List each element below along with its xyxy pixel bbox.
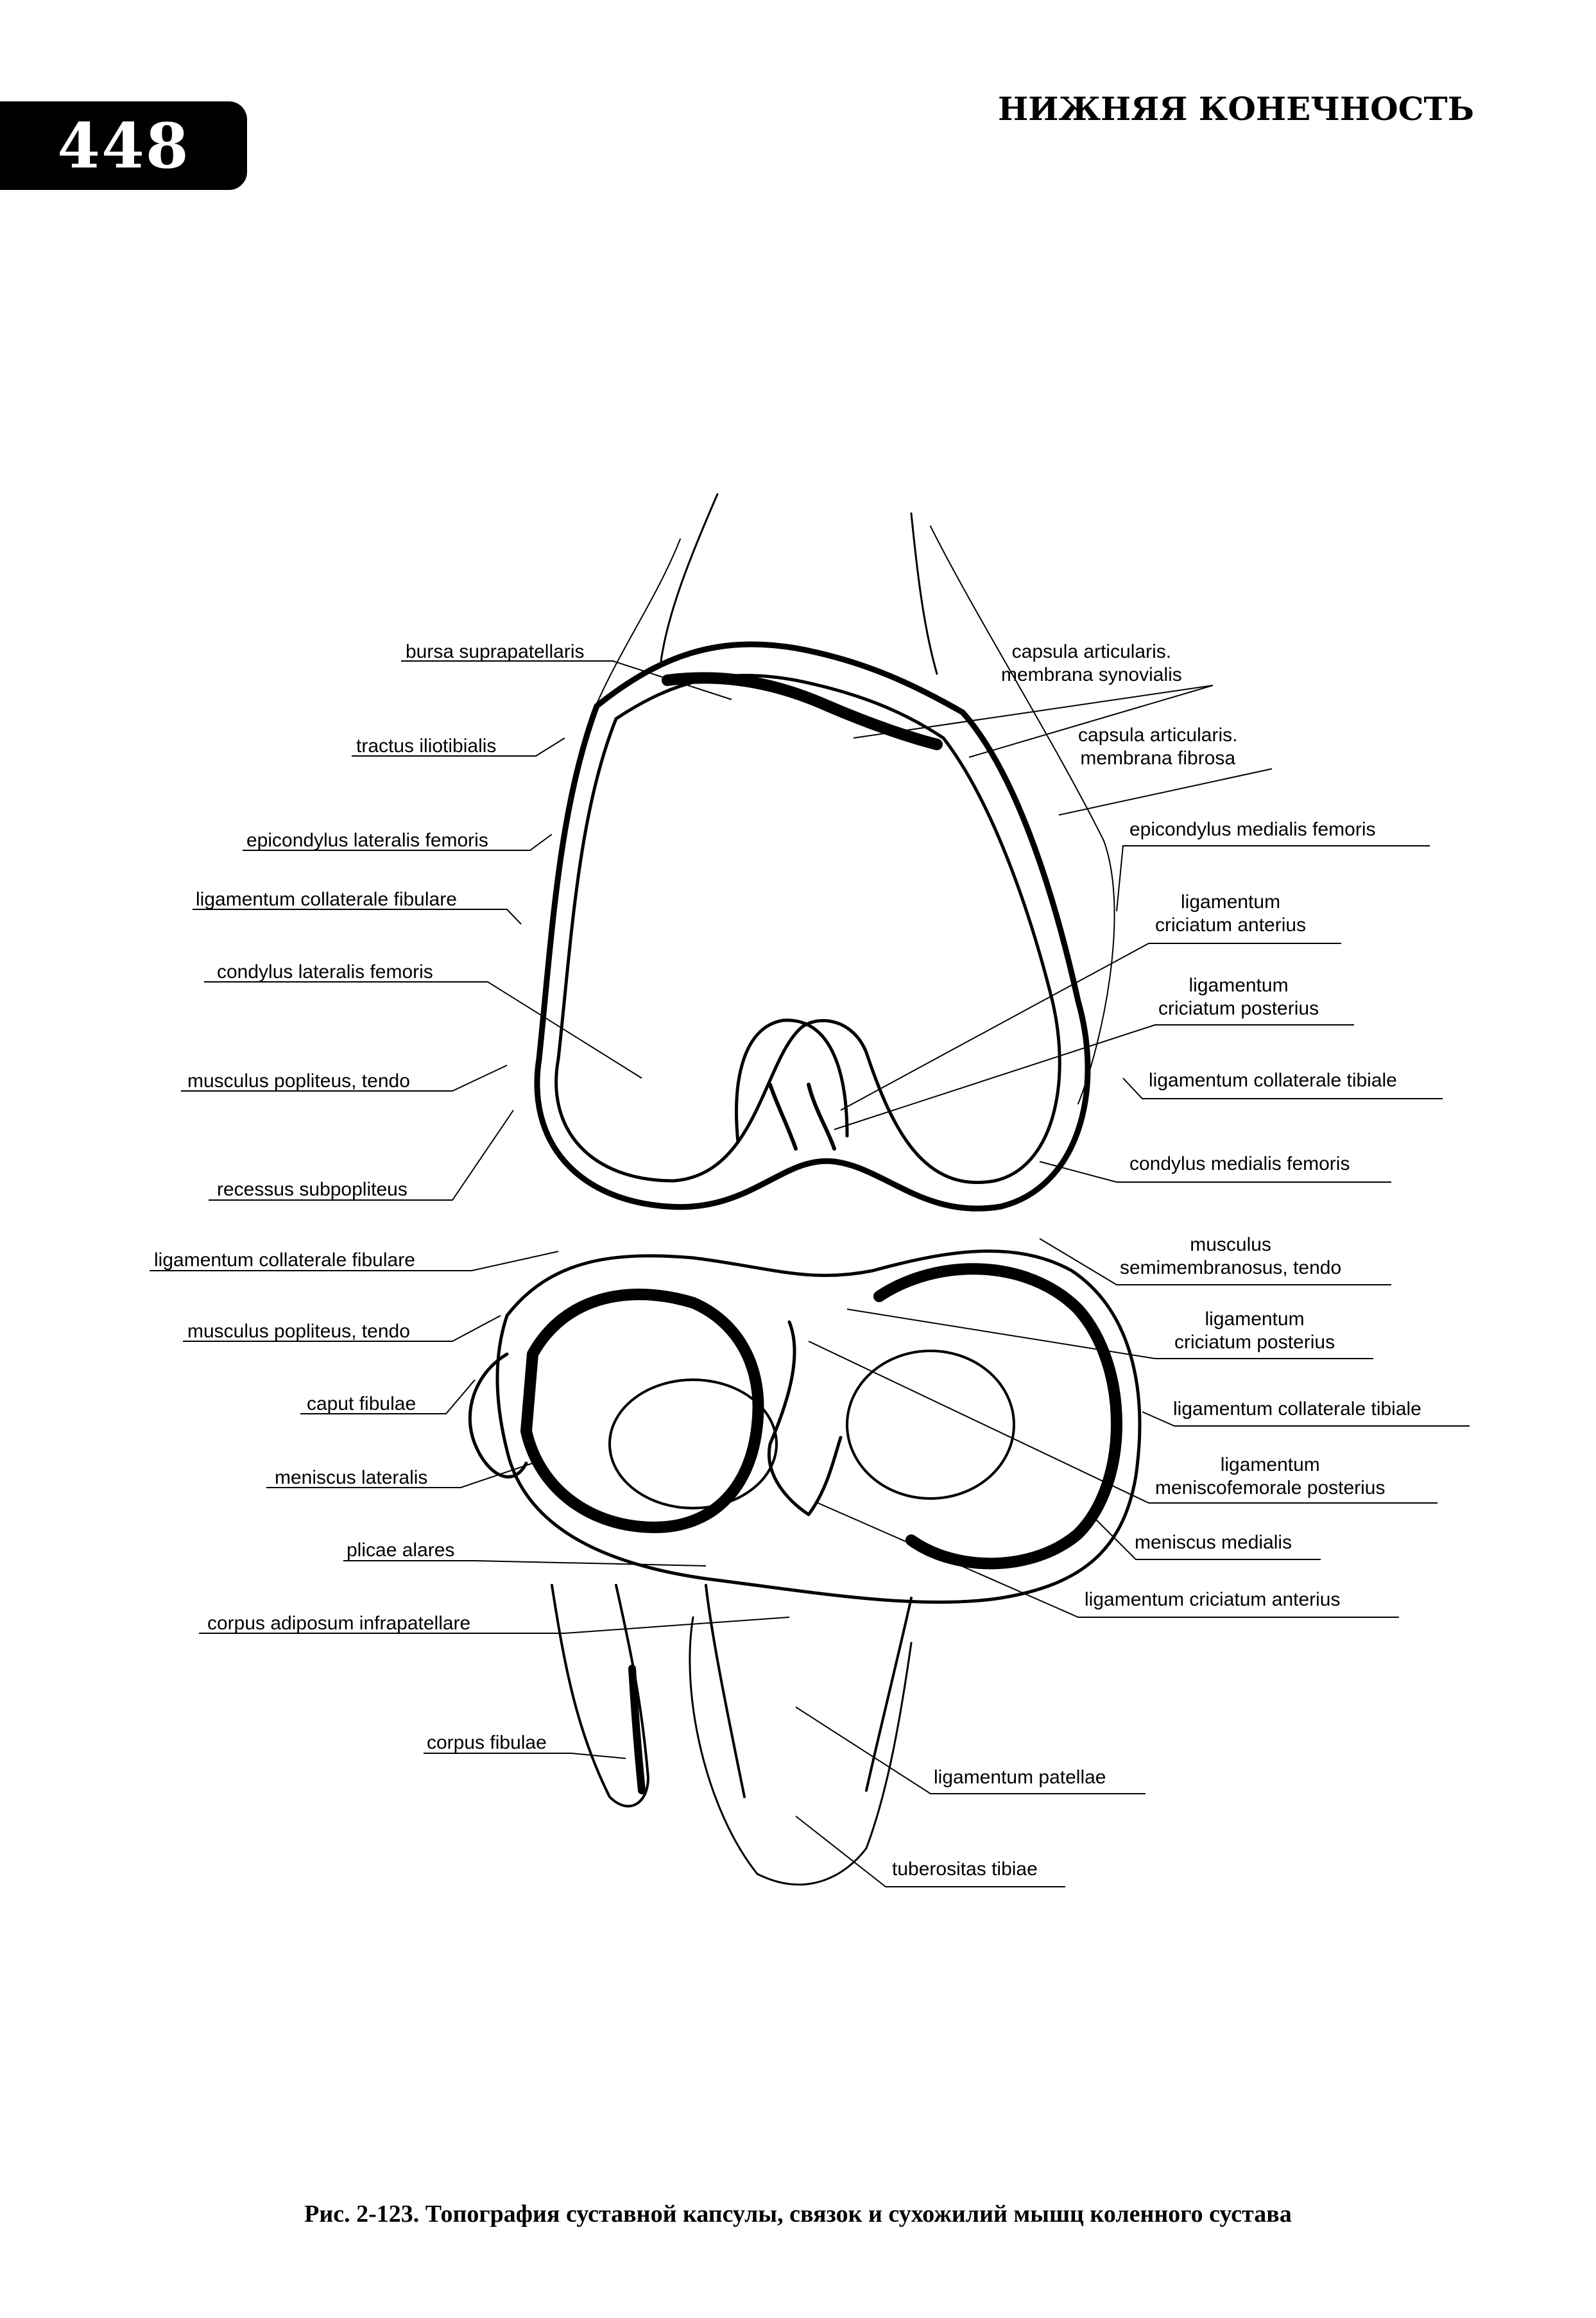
suprapatellar-band [662,672,943,750]
label-musculus-popliteus-tendo: musculus popliteus, tendo [187,1070,410,1092]
leader-line [1116,845,1430,912]
label-plicae-alares: plicae alares [347,1540,455,1561]
label-bursa-suprapatellaris: bursa suprapatellaris [406,641,585,662]
lateral-tibial-facet [608,1378,778,1509]
label-caput-fibulae: caput fibulae [307,1393,416,1414]
label-ligamentum-collaterale-fibulare: ligamentum collaterale fibulare [196,889,457,910]
label-condylus-medialis-femoris: condylus medialis femoris [1129,1153,1350,1174]
leader-line [343,1560,707,1567]
label-ligamentum-collaterale-tibiale-2: ligamentum collaterale tibiale [1173,1398,1421,1420]
leader-line [150,1251,559,1271]
leader-line [300,1379,476,1414]
femur-shaft-outline-right [910,512,938,675]
leader-line [204,981,642,1079]
label-musculus-semimembranosus-tendo: musculus semimembranosus, tendo [1120,1234,1342,1278]
label-epicondylus-lateralis-femoris: epicondylus lateralis femoris [246,830,488,851]
label-ligamentum-criciatum-posterius: ligamentum criciatum posterius [1158,975,1319,1019]
label-ligamentum-criciatum-anterius: ligamentum criciatum anterius [1155,891,1307,936]
medial-tibial-facet [846,1350,1015,1500]
fibula-shaft [551,1584,649,1808]
leader-line [193,909,522,925]
leader-line [401,660,732,700]
label-corpus-adiposum-infrapatellare: corpus adiposum infrapatellare [207,1613,471,1634]
leader-line [1142,1411,1470,1427]
lateral-meniscus [520,1289,764,1533]
figure-caption: Рис. 2-123. Топография суставной капсулы… [304,2201,1292,2228]
femoral-condyles [554,674,1061,1184]
leader-line [424,1753,626,1759]
medial-meniscus [873,1263,1122,1570]
label-ligamentum-collaterale-fibulare-2: ligamentum collaterale fibulare [154,1249,415,1271]
leader-line [243,834,553,851]
page-number-tab: 448 [0,101,247,190]
femoral-capsule-outer [534,641,1091,1212]
leader-line [352,737,565,757]
tibial-capsule-outer [495,1249,1142,1604]
thigh-outline-right [930,526,1115,1104]
label-ligamentum-collaterale-tibiale: ligamentum collaterale tibiale [1149,1070,1397,1091]
leader-line [183,1315,501,1342]
intercondylar-notch [735,1018,849,1144]
page-number: 448 [57,109,190,182]
running-title: НИЖНЯЯ КОНЕЧНОСТЬ [997,90,1474,128]
label-tractus-iliotibialis: tractus iliotibialis [356,735,497,757]
leader-line [1090,1514,1321,1560]
leader-line [808,1341,1437,1504]
label-ligamentum-criciatum-posterius-2: ligamentum criciatum posterius [1174,1309,1335,1353]
label-ligamentum-criciatum-anterius-2: ligamentum criciatum anterius [1085,1589,1341,1610]
leader-line [795,1816,1065,1887]
label-capsula-membrana-fibrosa: capsula articularis. membrana fibrosa [1078,725,1238,769]
patellar-ligament [705,1584,913,1798]
label-meniscus-lateralis: meniscus lateralis [275,1467,428,1488]
leader-line [834,1024,1354,1130]
leader-line [795,1706,1146,1794]
label-meniscus-medialis: meniscus medialis [1135,1532,1292,1553]
cruciate-ligaments [768,1083,836,1151]
label-musculus-popliteus-tendo-2: musculus popliteus, tendo [187,1321,410,1342]
leader-line [181,1065,508,1092]
intercondylar-eminence [768,1320,843,1516]
label-epicondylus-medialis-femoris: epicondylus medialis femoris [1129,819,1376,840]
fibula-head [468,1352,528,1479]
tibia-tuberosity-outline [689,1616,913,1885]
leader-line [853,685,1214,758]
label-ligamentum-patellae: ligamentum patellae [934,1767,1106,1788]
leader-line [1039,1238,1391,1285]
leader-line [199,1617,790,1634]
leader-line [846,1309,1373,1359]
fibula-inner-shade [628,1665,646,1794]
leader-line [1058,768,1273,816]
leader-line [209,1110,514,1201]
femur-shaft-outline [660,493,719,662]
label-corpus-fibulae: corpus fibulae [427,1732,547,1753]
leader-line [1122,1077,1443,1099]
thigh-outline-left [590,538,681,719]
label-ligamentum-meniscofemorale-posterius: ligamentum meniscofemorale posterius [1155,1454,1386,1498]
label-condylus-lateralis-femoris: condylus lateralis femoris [217,961,433,983]
leader-line [1039,1161,1391,1183]
label-recessus-subpopliteus: recessus subpopliteus [217,1179,408,1200]
leader-line [840,943,1341,1111]
leader-line [814,1501,1399,1618]
label-tuberositas-tibiae: tuberositas tibiae [892,1859,1038,1880]
leader-line [266,1463,533,1488]
label-capsula-membrana-synovialis: capsula articularis. membrana synovialis [1001,641,1182,685]
